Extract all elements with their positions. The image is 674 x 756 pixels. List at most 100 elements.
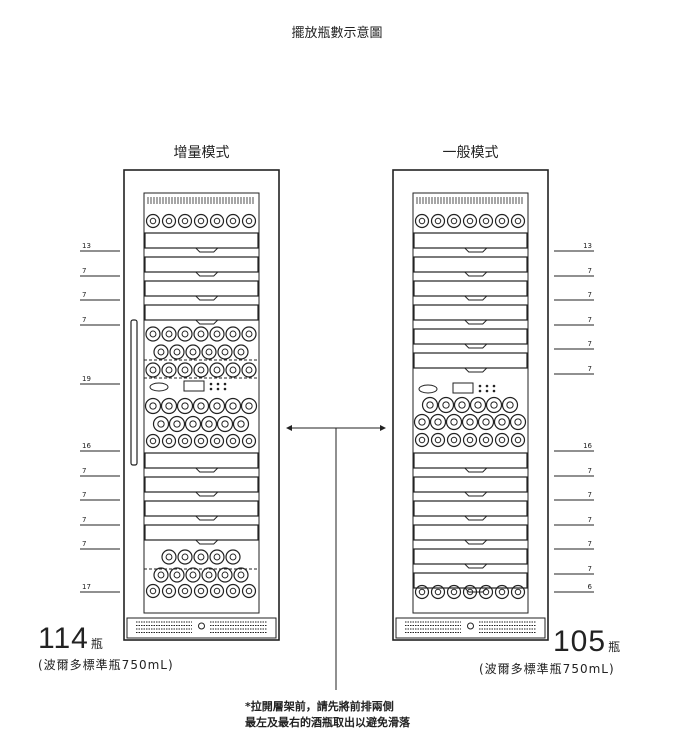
bottle bbox=[414, 584, 430, 600]
shelf-handle bbox=[464, 271, 488, 277]
bottle bbox=[478, 584, 494, 600]
bottle bbox=[208, 397, 226, 415]
bottle bbox=[169, 567, 185, 583]
bottle bbox=[160, 397, 178, 415]
shelf-handle bbox=[464, 491, 488, 497]
bottle-neck bbox=[245, 587, 253, 595]
cabinet-inner bbox=[143, 192, 260, 614]
bottle-neck bbox=[434, 588, 442, 596]
shelf-count-label: 7 bbox=[588, 267, 592, 275]
shelf-count-label: 7 bbox=[588, 365, 592, 373]
shelf-count-label: 7 bbox=[82, 516, 86, 524]
bottle bbox=[429, 413, 447, 431]
shelf-count-label: 7 bbox=[588, 340, 592, 348]
bottle-neck bbox=[426, 401, 434, 409]
shelf-count-label: 7 bbox=[588, 565, 592, 573]
bottle bbox=[232, 415, 250, 433]
button-icon bbox=[485, 389, 489, 393]
bottle-neck bbox=[418, 436, 426, 444]
bottle bbox=[168, 415, 186, 433]
bottle bbox=[193, 549, 209, 565]
bottle bbox=[494, 432, 510, 448]
bottle bbox=[145, 433, 161, 449]
shelf-count-label: 6 bbox=[588, 583, 593, 591]
button-icon bbox=[209, 382, 213, 386]
top-vent bbox=[416, 197, 523, 204]
control-panel bbox=[418, 382, 496, 394]
bottle-neck bbox=[418, 418, 426, 426]
bottle bbox=[494, 584, 510, 600]
bottle-neck bbox=[482, 217, 490, 225]
bottle-neck bbox=[149, 217, 157, 225]
bottom-vent bbox=[126, 617, 277, 639]
shelf-count-label: 16 bbox=[82, 442, 91, 450]
shelf-handle bbox=[464, 515, 488, 521]
bottle bbox=[193, 213, 209, 229]
shelf bbox=[413, 500, 528, 517]
bottle-neck bbox=[165, 553, 173, 561]
bottle bbox=[493, 413, 511, 431]
base-panel bbox=[126, 617, 277, 639]
bottle-neck bbox=[157, 420, 165, 428]
bottle-neck bbox=[157, 571, 165, 579]
bottle bbox=[152, 415, 170, 433]
bottle bbox=[209, 549, 225, 565]
shelf-count-label: 7 bbox=[82, 316, 86, 324]
bottle bbox=[469, 396, 487, 414]
bottle-neck bbox=[245, 366, 253, 374]
bottle bbox=[209, 433, 225, 449]
brand-logo bbox=[149, 382, 169, 392]
bottle bbox=[462, 584, 478, 600]
bottle bbox=[145, 583, 161, 599]
bottle bbox=[414, 213, 430, 229]
control-panel bbox=[149, 380, 227, 392]
bottle bbox=[478, 432, 494, 448]
bottle bbox=[494, 213, 510, 229]
button-icon bbox=[478, 384, 482, 388]
bottle bbox=[414, 432, 430, 448]
bottle bbox=[145, 362, 161, 378]
shelf-count-label: 7 bbox=[588, 516, 592, 524]
bottle-neck bbox=[466, 418, 474, 426]
bottle-neck bbox=[197, 587, 205, 595]
shelf bbox=[413, 328, 528, 345]
bottle bbox=[153, 567, 169, 583]
bottle bbox=[201, 344, 217, 360]
bottle-neck bbox=[237, 420, 245, 428]
connector-arrow bbox=[286, 425, 386, 690]
lock-icon bbox=[467, 622, 474, 630]
button-icon bbox=[216, 382, 220, 386]
bottle bbox=[461, 413, 479, 431]
bottle-neck bbox=[205, 348, 213, 356]
note-line-1: *拉開層架前，請先將前排兩側 bbox=[245, 700, 394, 713]
shelf-handle bbox=[195, 247, 219, 253]
bottle-neck bbox=[434, 217, 442, 225]
bottle-neck bbox=[181, 553, 189, 561]
bottle-neck bbox=[482, 436, 490, 444]
bottle-neck bbox=[450, 418, 458, 426]
bottle bbox=[225, 213, 241, 229]
bottle bbox=[430, 213, 446, 229]
shelf-handle bbox=[195, 467, 219, 473]
bottle-neck bbox=[442, 401, 450, 409]
bottle-neck bbox=[221, 348, 229, 356]
bottle bbox=[153, 344, 169, 360]
shelf bbox=[413, 232, 528, 249]
bottle bbox=[177, 549, 193, 565]
bottle-neck bbox=[165, 330, 173, 338]
bottle bbox=[241, 362, 257, 378]
bottle-neck bbox=[197, 330, 205, 338]
bottle-neck bbox=[466, 217, 474, 225]
bottle-neck bbox=[181, 366, 189, 374]
bottle bbox=[446, 584, 462, 600]
shelf bbox=[144, 476, 259, 493]
bottle-neck bbox=[213, 366, 221, 374]
bottle-neck bbox=[229, 330, 237, 338]
bottle bbox=[201, 567, 217, 583]
bottle-neck bbox=[213, 553, 221, 561]
bottle-neck bbox=[514, 588, 522, 596]
bottle-neck bbox=[466, 436, 474, 444]
bottle bbox=[225, 583, 241, 599]
lock-icon bbox=[198, 622, 205, 630]
